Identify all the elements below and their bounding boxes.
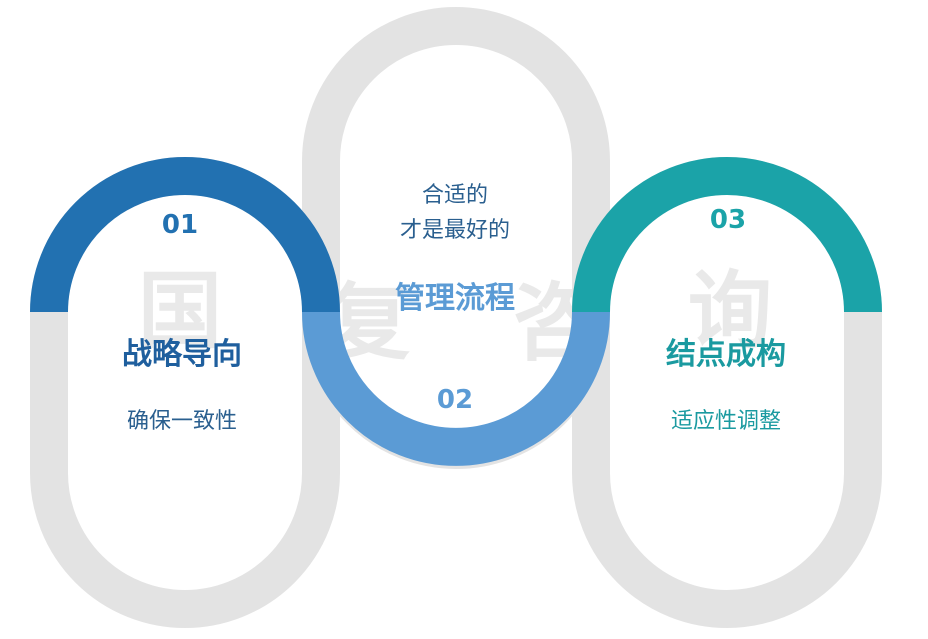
step-2-subtitle-line-1: 合适的: [422, 183, 488, 208]
step-2-subtitle-line-2: 才是最好的: [400, 218, 510, 243]
step-2: 合适的 才是最好的 管理流程 02: [395, 183, 515, 415]
step-2-title: 管理流程: [395, 281, 515, 316]
step-1-subtitle: 确保一致性: [127, 409, 237, 434]
step-2-number: 02: [437, 385, 473, 415]
step-3-title: 结点成构: [666, 337, 786, 372]
step-1-number: 01: [162, 210, 198, 240]
watermark-char-4: 询: [688, 262, 772, 360]
step-3: 03 结点成构 适应性调整: [666, 205, 786, 434]
step-2-arc: [302, 311, 610, 466]
step-1-arc: [30, 157, 340, 313]
step-1: 01 战略导向 确保一致性: [122, 210, 242, 434]
step-1-title: 战略导向: [122, 337, 242, 372]
step-3-subtitle: 适应性调整: [671, 409, 781, 434]
watermark-char-1: 国: [138, 262, 222, 360]
step-3-number: 03: [710, 205, 746, 235]
step-3-arc: [572, 157, 882, 313]
